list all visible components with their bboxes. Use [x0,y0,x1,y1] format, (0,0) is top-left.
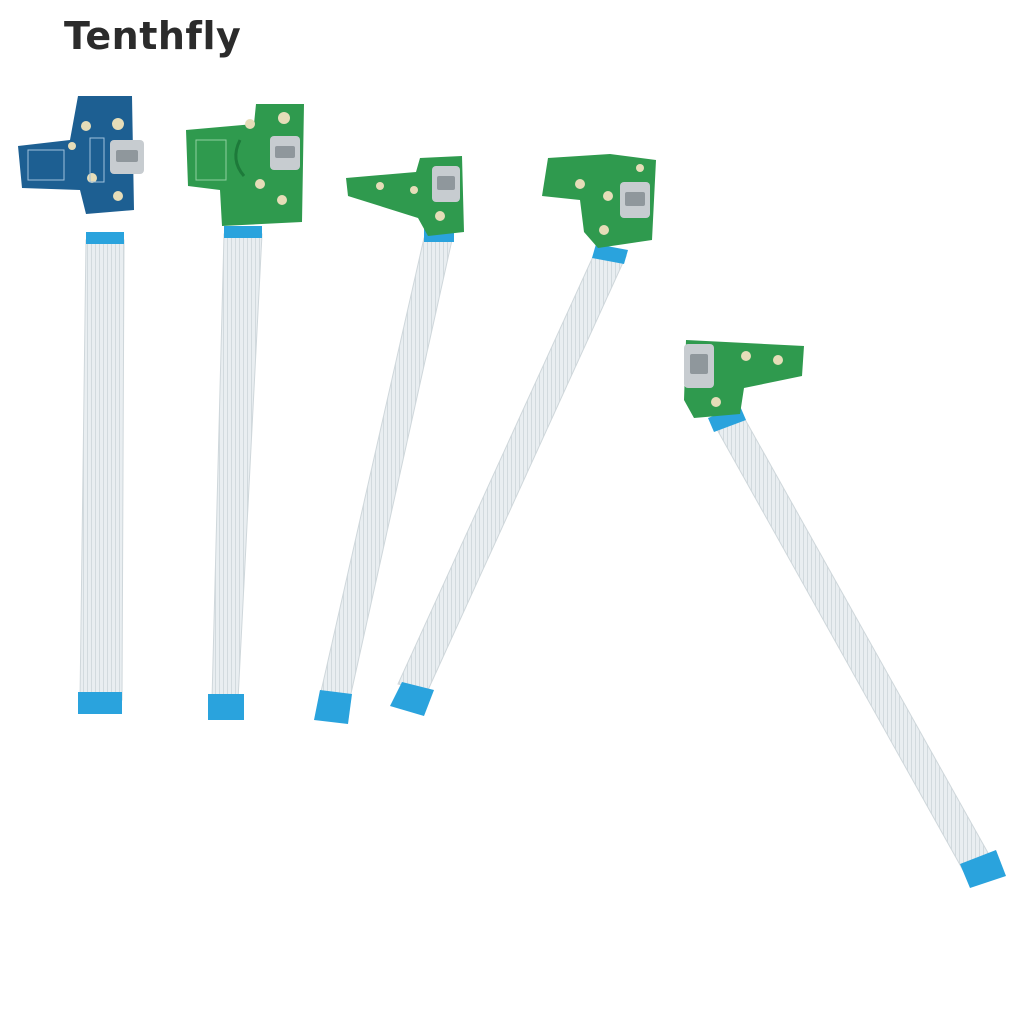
cable-tip-connector [78,692,122,714]
pcb-board [542,154,656,248]
pcb-pad [575,179,585,189]
pcb-pad [112,118,124,130]
cable-tip-connector [208,694,244,720]
charging-board-blue [18,96,144,714]
pcb-pad [741,351,751,361]
charging-board-green-3 [390,154,656,716]
cable-top-connector [592,244,628,264]
pcb-pad [278,112,290,124]
charging-board-green-1 [186,104,304,720]
pcb-pad [376,182,384,190]
cable-tip-connector [314,690,352,724]
pcb-board [18,96,134,214]
ribbon-cable [713,413,993,873]
cable-tip-connector [390,682,434,716]
ribbon-cable [79,239,125,701]
ribbon-cable [211,233,263,701]
charging-board-green-2 [314,156,464,724]
cable-tip-connector [960,850,1006,888]
cable-top-connector [224,226,262,238]
charging-board-green-4 [684,340,1006,888]
cable-top-connector [86,232,124,244]
brand-watermark: Tenthfly [64,14,242,58]
pcb-board [186,104,304,226]
